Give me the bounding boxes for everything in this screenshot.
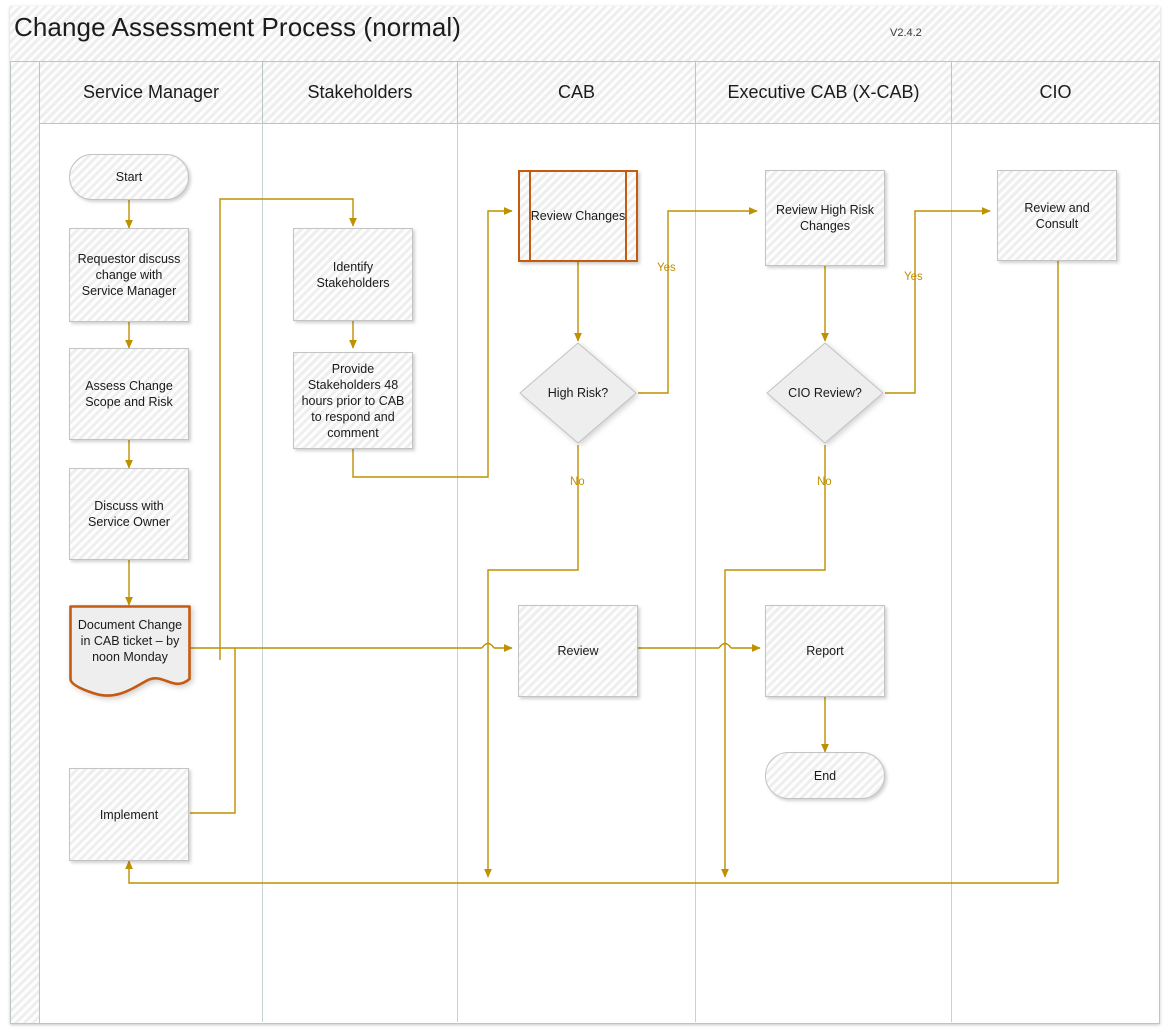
node-label: Report — [806, 644, 844, 658]
node-identify-stakeholders[interactable]: Identify Stakeholders — [293, 228, 413, 321]
pool-left-strip — [11, 62, 40, 1023]
node-document-change[interactable]: Document Change in CAB ticket – by noon … — [69, 605, 191, 700]
lane-label: Executive CAB (X-CAB) — [727, 82, 920, 102]
lane-header-executive-cab: Executive CAB (X-CAB) — [696, 62, 952, 124]
node-label: Discuss with Service Owner — [88, 499, 170, 529]
node-label: Review — [557, 644, 599, 658]
lane-header-stakeholders: Stakeholders — [263, 62, 458, 124]
node-label: Review and Consult — [1024, 200, 1090, 231]
lane-header-service-manager: Service Manager — [40, 62, 263, 124]
node-high-risk-decision[interactable]: High Risk? — [518, 341, 638, 445]
node-label: Assess Change Scope and Risk — [85, 379, 173, 409]
node-label: Review Changes — [530, 209, 626, 223]
version-label: V2.4.2 — [890, 27, 922, 39]
node-assess-change[interactable]: Assess Change Scope and Risk — [69, 348, 189, 440]
node-discuss-service-owner[interactable]: Discuss with Service Owner — [69, 468, 189, 560]
node-review-and-consult[interactable]: Review and Consult — [997, 170, 1117, 261]
node-label: Document Change in CAB ticket – by noon … — [77, 617, 183, 665]
pool-title-bar — [10, 6, 1160, 62]
node-start[interactable]: Start — [69, 154, 189, 200]
node-label: Requestor discuss change with Service Ma… — [77, 252, 181, 298]
node-provide-stakeholders[interactable]: Provide Stakeholders 48 hours prior to C… — [293, 352, 413, 449]
node-label: Review High Risk Changes — [776, 203, 874, 233]
lane-label: CIO — [1039, 82, 1072, 102]
node-label: CIO Review? — [788, 386, 862, 400]
node-label: Identify Stakeholders — [316, 259, 390, 290]
node-label: High Risk? — [547, 386, 609, 400]
node-review[interactable]: Review — [518, 605, 638, 697]
lane-label: Service Manager — [82, 82, 220, 102]
node-end[interactable]: End — [765, 752, 885, 799]
lane-label: Stakeholders — [307, 82, 413, 102]
edge-label-high-risk-yes: Yes — [657, 262, 676, 274]
diagram-title: Change Assessment Process (normal) — [14, 12, 462, 42]
edge-label-high-risk-no: No — [570, 476, 585, 488]
node-cio-review-decision[interactable]: CIO Review? — [765, 341, 885, 445]
node-label: Start — [115, 170, 143, 184]
lane-header-cab: CAB — [458, 62, 696, 124]
node-review-high-risk-changes[interactable]: Review High Risk Changes — [765, 170, 885, 266]
node-report[interactable]: Report — [765, 605, 885, 697]
node-requestor-discuss[interactable]: Requestor discuss change with Service Ma… — [69, 228, 189, 322]
lane-header-cio: CIO — [952, 62, 1159, 124]
edge-label-cio-no: No — [817, 476, 832, 488]
node-review-changes[interactable]: Review Changes — [518, 170, 638, 262]
node-label: Provide Stakeholders 48 hours prior to C… — [301, 361, 405, 440]
node-implement[interactable]: Implement — [69, 768, 189, 861]
edge-label-cio-yes: Yes — [904, 271, 923, 283]
lane-label: CAB — [557, 82, 595, 102]
node-label: End — [813, 768, 837, 783]
node-label: Implement — [99, 807, 159, 822]
